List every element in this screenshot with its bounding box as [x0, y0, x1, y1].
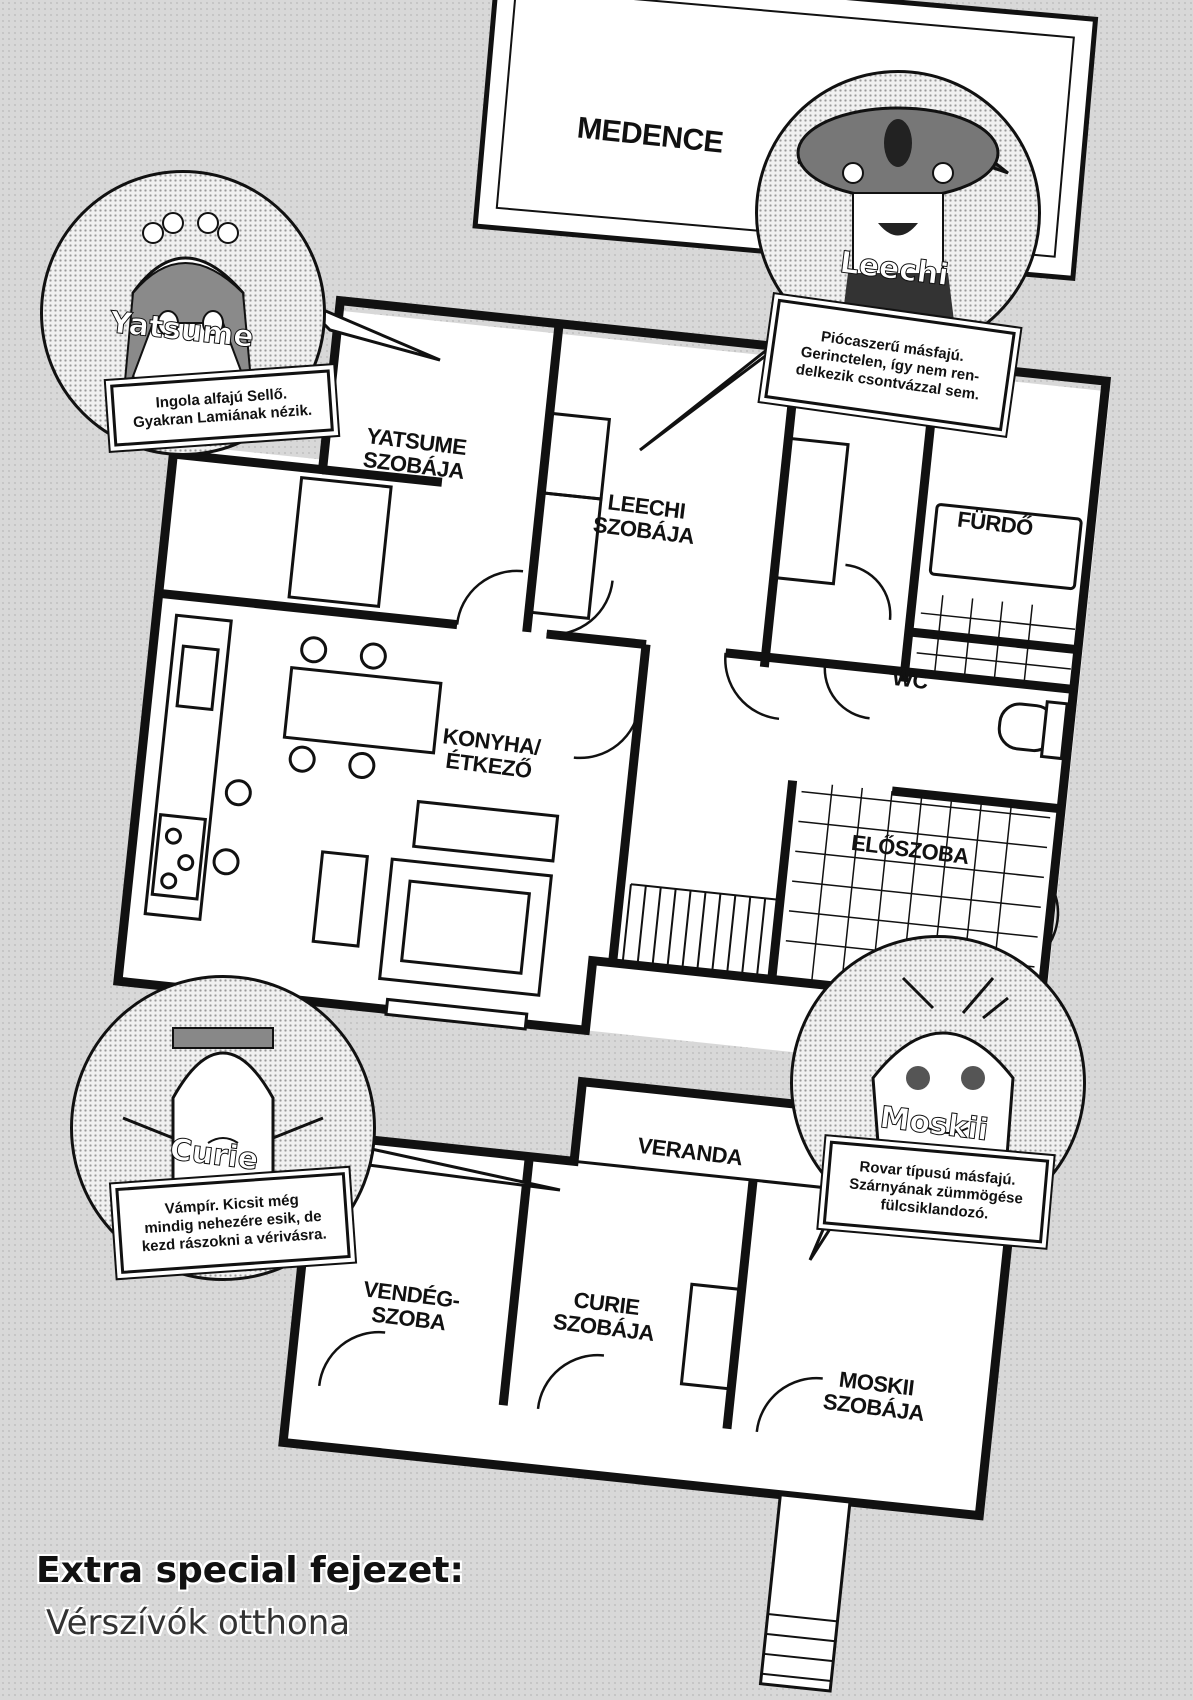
curie-info: Vámpír. Kicsit még mindig nehezére esik,… [115, 1172, 351, 1274]
upper-building [113, 295, 1112, 1078]
chapter-heading: Extra special fejezet: [36, 1550, 464, 1591]
chapter-subtitle: Vérszívók otthona [46, 1603, 351, 1643]
